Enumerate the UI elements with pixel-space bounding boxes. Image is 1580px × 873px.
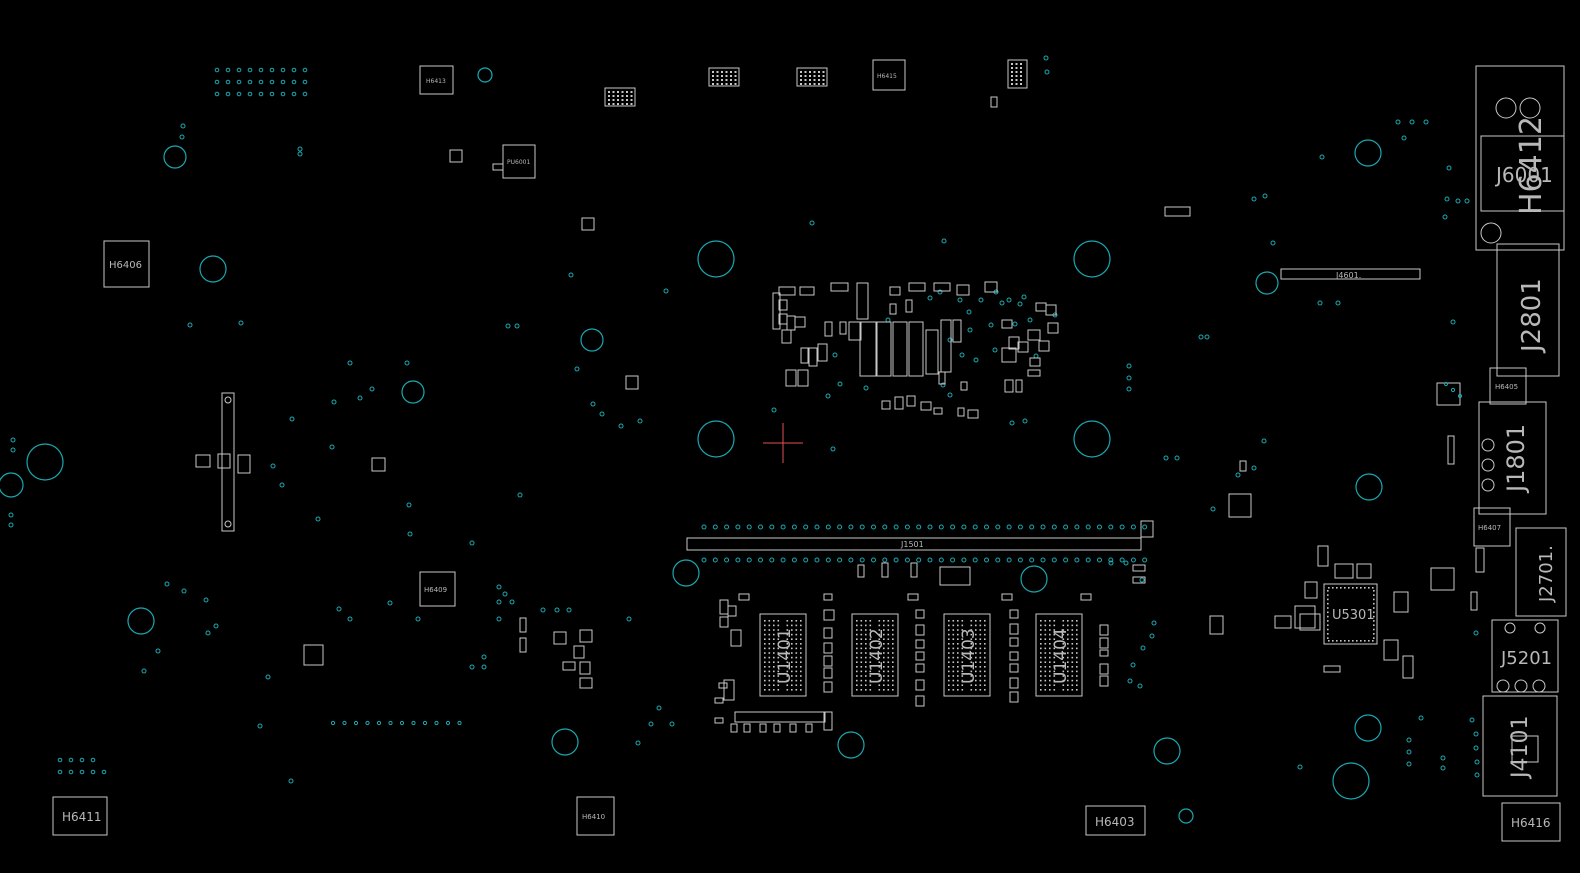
label-h6410: H6410 <box>582 813 605 821</box>
label-j4101: J4101 <box>1508 716 1533 780</box>
connector-j5201-outline[interactable] <box>1491 619 1559 693</box>
mounting-holes <box>0 67 1383 824</box>
label-u1403: U1403 <box>959 628 979 684</box>
chip-u1403-outline[interactable] <box>943 613 991 697</box>
chip-u1401-outline[interactable] <box>759 613 807 697</box>
label-u5301: U5301 <box>1332 608 1375 623</box>
label-j1501: J1501 <box>900 540 924 549</box>
label-j4601: J4601. <box>1335 271 1361 280</box>
label-j2701: J2701. <box>1536 545 1557 603</box>
connector-j4601-outline[interactable] <box>1280 268 1421 280</box>
label-j5201: J5201 <box>1500 648 1552 669</box>
chip-u1402-outline[interactable] <box>851 613 899 697</box>
label-h6406: H6406 <box>109 260 142 271</box>
label-j2801: J2801 <box>1517 278 1547 354</box>
crosshair-icon <box>763 423 803 463</box>
label-j6001: J6001 <box>1494 163 1553 187</box>
label-h6409: H6409 <box>424 586 447 594</box>
label-h6415: H6415 <box>877 73 897 80</box>
connector-j1801-outline[interactable] <box>1478 401 1547 515</box>
label-j1801: J1801 <box>1502 424 1530 494</box>
label-h6412: H6412 <box>1514 116 1549 215</box>
chip-u5301-outline[interactable] <box>1323 583 1378 645</box>
label-u1401: U1401 <box>775 628 795 684</box>
label-h6403: H6403 <box>1095 815 1135 829</box>
label-h6407: H6407 <box>1478 524 1501 532</box>
connector-j1501-outline[interactable] <box>686 537 1142 551</box>
slot-j-left[interactable] <box>221 392 235 532</box>
label-h6413: H6413 <box>426 78 446 85</box>
label-h6416: H6416 <box>1511 816 1551 830</box>
connector-j2801-outline[interactable] <box>1496 243 1560 377</box>
label-pu6001: PU6001 <box>507 159 530 166</box>
label-h6405: H6405 <box>1495 383 1518 391</box>
label-u1402: U1402 <box>867 628 887 684</box>
chip-u1404-outline[interactable] <box>1035 613 1083 697</box>
label-u1404: U1404 <box>1051 628 1071 684</box>
label-h6411: H6411 <box>62 810 102 824</box>
connector-j2701-outline[interactable] <box>1515 527 1567 617</box>
connector-j4101-outline[interactable] <box>1482 695 1558 797</box>
